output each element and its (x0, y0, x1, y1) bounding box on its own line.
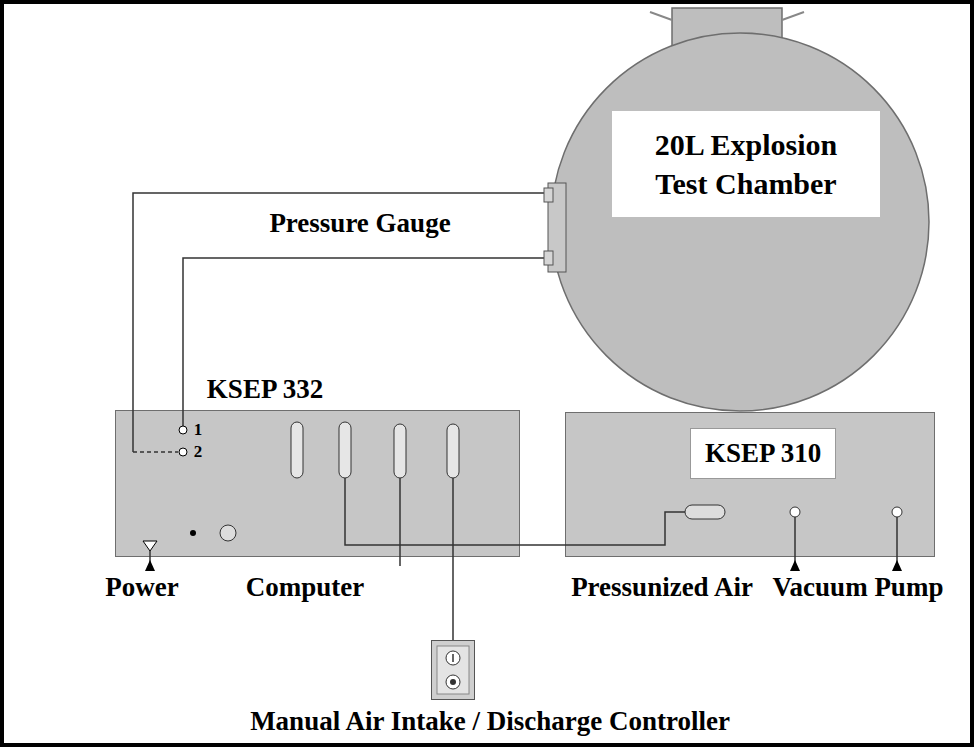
button-mark (450, 679, 456, 685)
signal-wire (183, 258, 550, 410)
control-unit-box: KSEP 310 (565, 412, 935, 557)
input-jack (179, 448, 187, 456)
signal-wire (452, 557, 454, 640)
port-label: Power (105, 572, 178, 603)
chamber-sphere (550, 32, 930, 412)
cable-plug (685, 505, 725, 519)
leader-line (399, 557, 401, 566)
switch-caption: Manual Air Intake / Discharge Controller (250, 706, 730, 737)
gauge-wire (133, 451, 178, 453)
controller-cable (452, 478, 454, 557)
lid-handle (650, 12, 672, 20)
port-label: Computer (246, 572, 364, 603)
port-label: Vacuum Pump (773, 572, 944, 603)
unit-heading: KSEP 332 (207, 374, 323, 405)
unit-housing (116, 411, 520, 557)
switch-box: Manual Air Intake / Discharge Controller (431, 640, 475, 700)
sensor-port (544, 188, 553, 202)
discharge-button (446, 675, 460, 689)
switch-housing (432, 641, 475, 700)
sensor-port (544, 251, 553, 265)
signal-wire (133, 193, 550, 410)
port-label: Pressunized Air (571, 572, 753, 603)
air-line (794, 517, 796, 557)
cable-socket (339, 422, 351, 478)
unit-housing (566, 413, 935, 557)
power-cable (149, 551, 151, 557)
control-knob (220, 525, 236, 541)
air-port (790, 507, 800, 517)
switch-box-art (431, 640, 475, 700)
gauge-wire (182, 410, 184, 426)
vacuum-line (896, 517, 898, 557)
chamber-outline (551, 33, 929, 411)
pointer-arrow (892, 560, 902, 571)
gauge-wire (132, 410, 134, 452)
button-mark (452, 654, 454, 662)
explosion-chamber: 20L Explosion Test Chamber (550, 32, 930, 412)
jack-number: 2 (194, 442, 203, 462)
control-cable (345, 478, 520, 545)
vacuum-port (892, 507, 902, 517)
cable-socket (447, 424, 459, 478)
signal-wire (520, 544, 565, 546)
control-cable (565, 512, 685, 545)
computer-cable (399, 478, 401, 557)
intake-button (446, 651, 460, 665)
lid-handle (782, 12, 804, 20)
cable-socket (394, 424, 406, 478)
control-unit-box: KSEP 332 (115, 410, 520, 557)
indicator-dot (190, 530, 196, 536)
pointer-arrow (145, 560, 155, 571)
jack-number: 1 (194, 420, 203, 440)
input-jack (179, 426, 187, 434)
switch-panel (437, 646, 469, 694)
unit-label: KSEP 310 (690, 428, 836, 479)
controller-unit-art (115, 410, 520, 557)
power-socket (143, 541, 157, 551)
chamber-label: 20L Explosion Test Chamber (612, 111, 880, 217)
pointer-arrow (790, 560, 800, 571)
cable-socket (291, 422, 303, 478)
signal-label: Pressure Gauge (269, 208, 450, 239)
